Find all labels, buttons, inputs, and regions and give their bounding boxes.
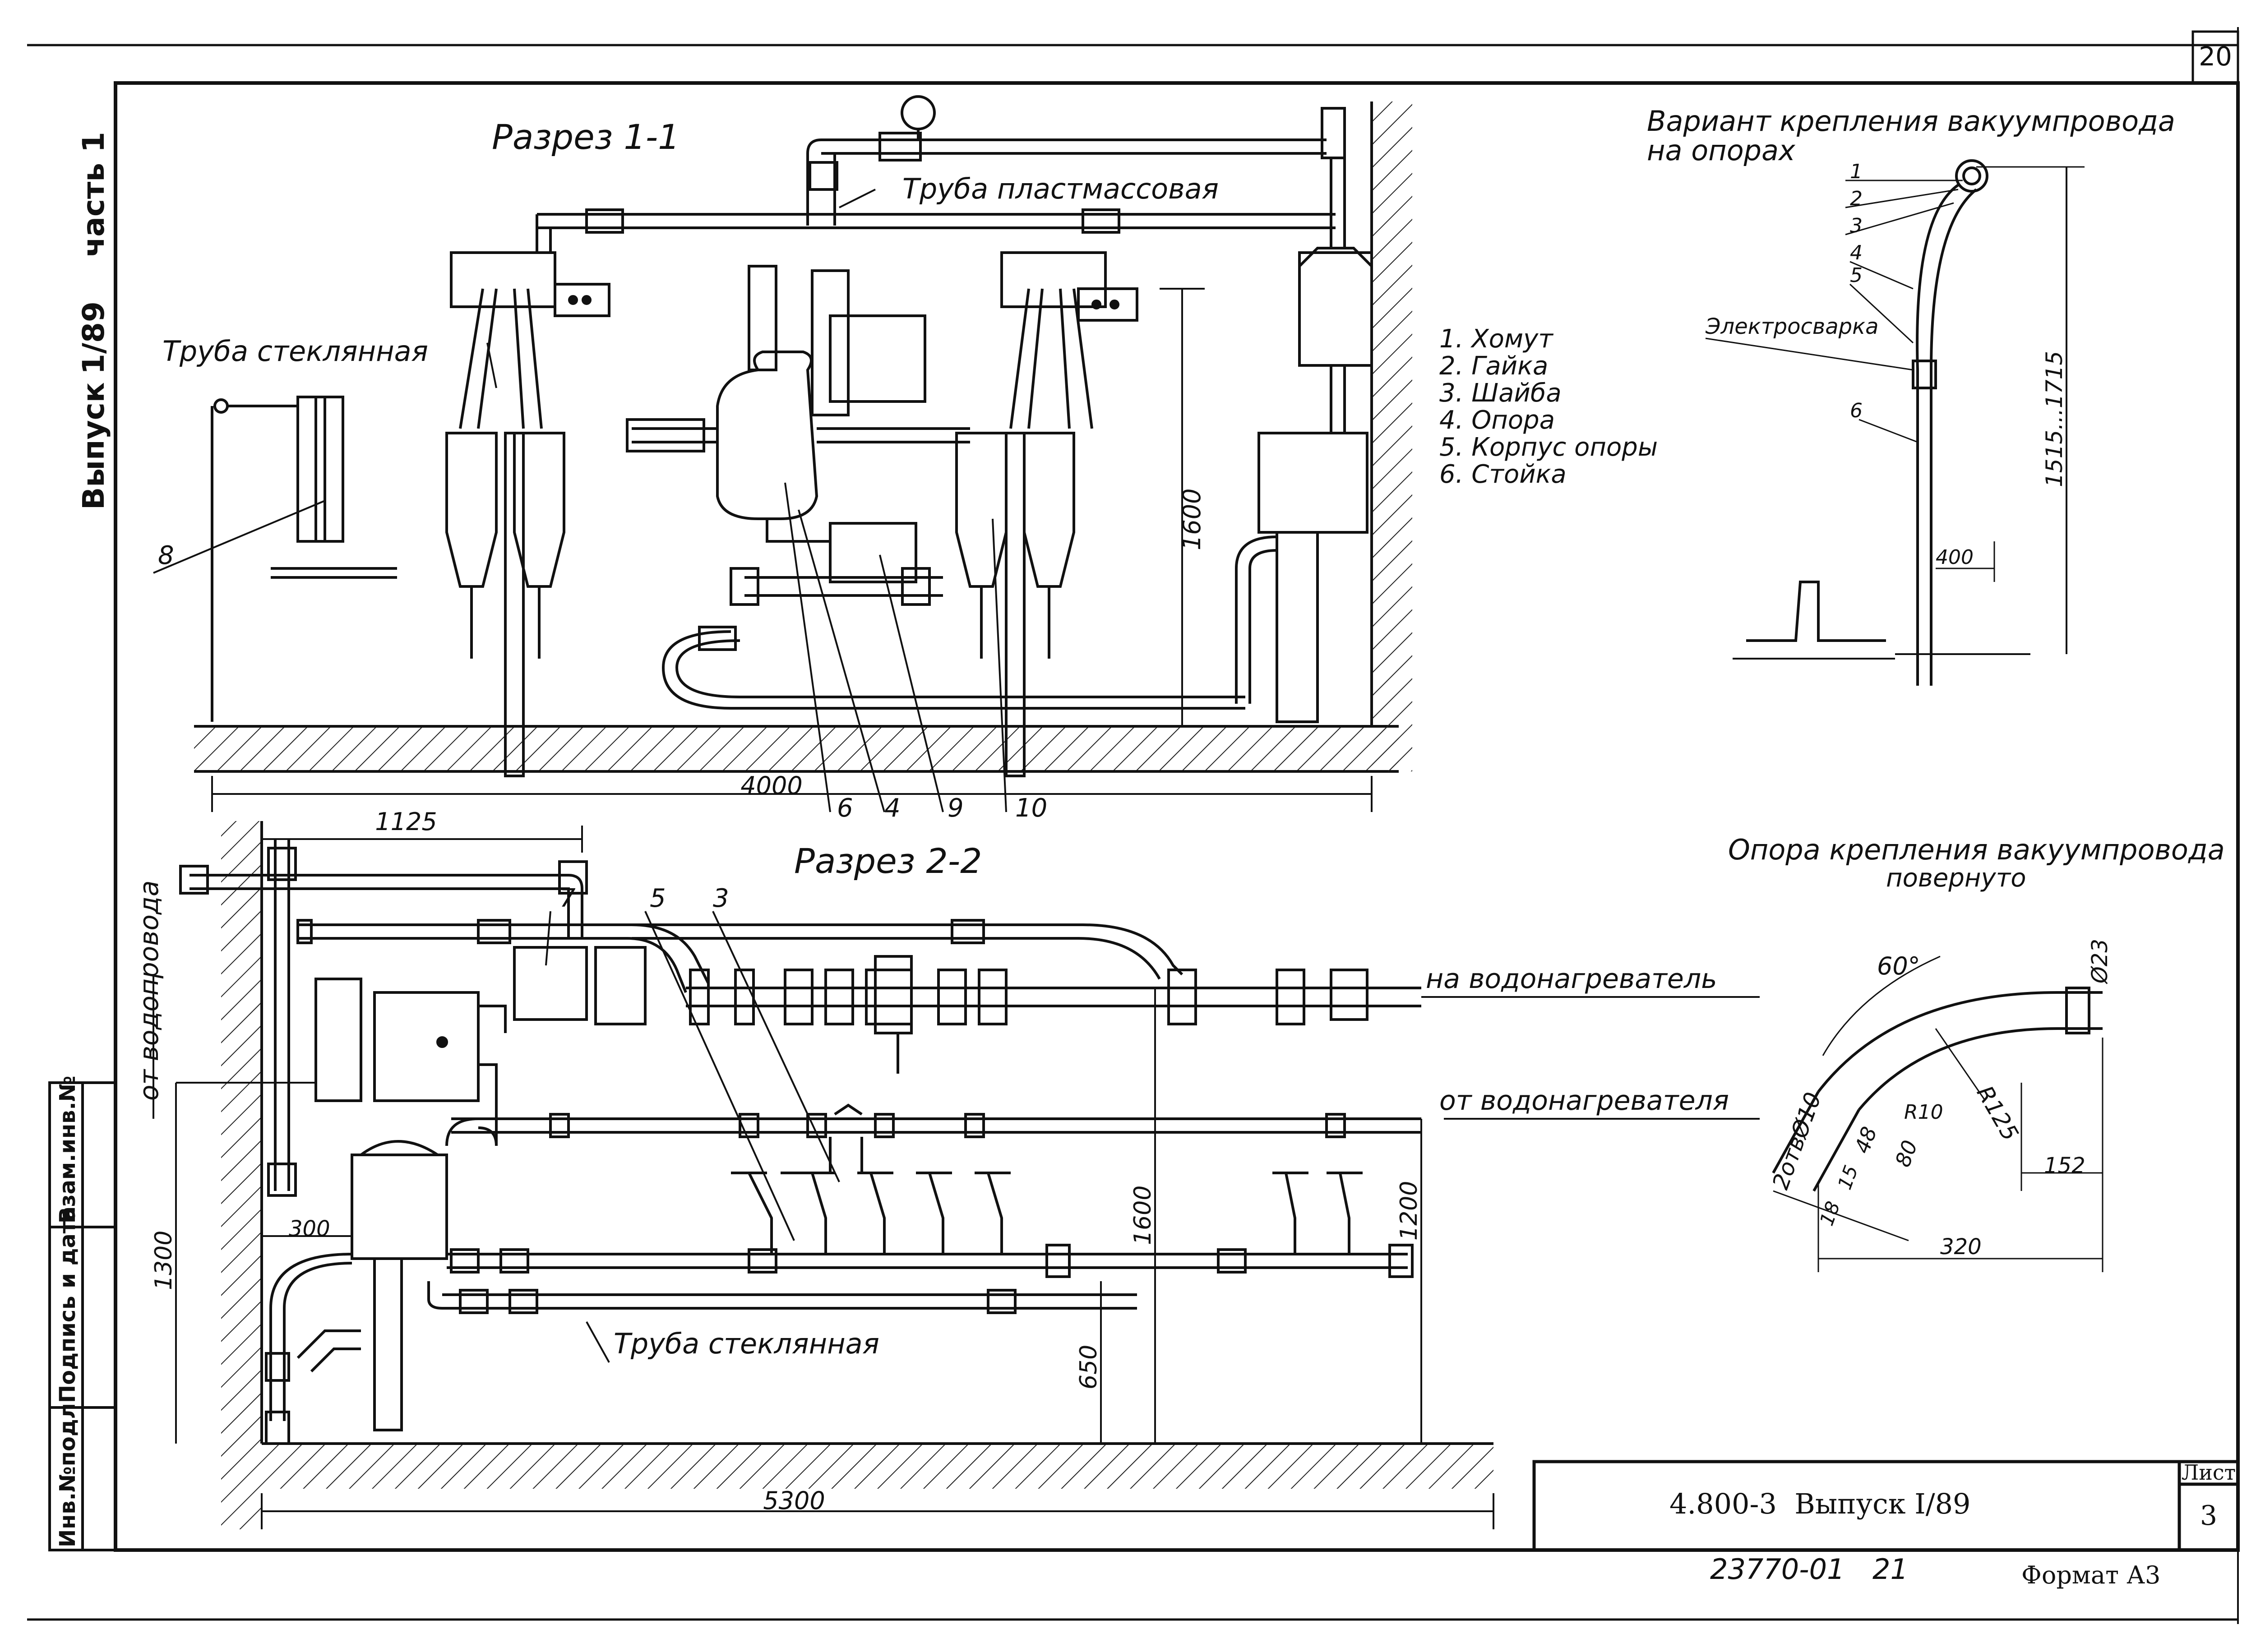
callout-3: 3 <box>713 884 729 913</box>
support-holes: 2отвØ10 <box>1767 1089 1826 1193</box>
support-title-1: Опора крепления вакуумпровода <box>1728 833 2225 866</box>
legend-item: 4. Опора <box>1439 406 1555 435</box>
support-dia: Ø23 <box>2087 939 2113 984</box>
legend-item: 5. Корпус опоры <box>1439 433 1658 462</box>
dim-650: 650 <box>1075 1345 1102 1389</box>
dim-300: 300 <box>289 1216 330 1241</box>
callout-8: 8 <box>158 541 174 570</box>
dim-1600-s22: 1600 <box>1129 1186 1156 1245</box>
dim-1300: 1300 <box>150 1231 177 1290</box>
page-number: 20 <box>2199 41 2232 72</box>
list-label: Лист <box>2182 1460 2236 1485</box>
legend-item: 6. Стойка <box>1439 460 1567 489</box>
label-glass-pipe-2: Труба стеклянная <box>614 1327 879 1360</box>
support-320: 320 <box>1940 1234 1982 1260</box>
variant-title-2: на опорах <box>1647 134 1796 167</box>
section-2-2-dims <box>153 826 1760 1529</box>
label-weld: Электросварка <box>1705 314 1878 339</box>
legend-item: 3. Шайба <box>1439 378 1562 408</box>
legend-item: 2. Гайка <box>1439 351 1548 381</box>
legend: 1. Хомут 2. Гайка 3. Шайба 4. Опора 5. К… <box>1439 324 1658 489</box>
variant-callout: 6 <box>1850 399 1863 422</box>
dim-4000: 4000 <box>740 771 802 800</box>
callout-5: 5 <box>650 884 666 913</box>
label-from-heater: от водонагревателя <box>1439 1085 1729 1117</box>
variant-title-1: Вариант крепления вакуумпровода <box>1647 105 2175 138</box>
support-r10: R10 <box>1904 1101 1943 1124</box>
support-detail <box>1772 955 2103 1272</box>
side-stamp: Выпуск 1/89 часть 1 <box>76 132 111 510</box>
callout-6: 6 <box>837 794 853 823</box>
support-18: 18 <box>1815 1198 1844 1228</box>
section-2-2 <box>179 821 1493 1529</box>
dim-1200: 1200 <box>1396 1181 1423 1241</box>
side-stamp-issue: 1/89 <box>76 301 111 374</box>
title-block <box>1532 1460 2240 1552</box>
support-title-2: повернуто <box>1886 863 2026 893</box>
callout-10: 10 <box>1015 794 1047 823</box>
side-stamp-series: Выпуск <box>76 382 111 510</box>
stamp-replace-inv: Взам.инв.№ <box>55 1076 80 1224</box>
format-label: Формат А3 <box>2021 1561 2160 1589</box>
variant-callout: 1 <box>1850 160 1863 183</box>
support-angle: 60° <box>1877 952 1920 980</box>
bottom-code: 23770-01 <box>1710 1553 1845 1586</box>
title-designation: 4.800-3 Выпуск I/89 <box>1669 1487 1970 1520</box>
dim-400-variant: 400 <box>1936 546 1974 569</box>
approval-stamp <box>48 1081 117 1551</box>
dim-1600-s11: 1600 <box>1178 489 1206 550</box>
bottom-num: 21 <box>1872 1553 1908 1586</box>
support-48: 48 <box>1850 1123 1882 1156</box>
dim-1515-1715: 1515...1715 <box>2041 351 2067 487</box>
sheet-frame <box>27 27 2240 1624</box>
side-stamp-part: часть 1 <box>76 132 111 257</box>
callout-7: 7 <box>559 884 576 913</box>
section-1-1 <box>194 95 1412 777</box>
stamp-inv-no: Инв.№подл. <box>55 1395 80 1547</box>
support-80: 80 <box>1891 1137 1923 1170</box>
section-2-2-title: Разрез 2-2 <box>794 841 982 881</box>
support-15: 15 <box>1833 1162 1862 1192</box>
callout-4: 4 <box>884 794 901 823</box>
variant-callout: 2 <box>1850 187 1863 210</box>
dim-1125: 1125 <box>375 808 437 836</box>
variant-callout: 5 <box>1850 264 1863 287</box>
dim-5300: 5300 <box>763 1486 825 1515</box>
label-to-heater: на водонагреватель <box>1426 963 1717 995</box>
stamp-signature: Подпись и дата <box>55 1206 80 1403</box>
legend-item: 1. Хомут <box>1439 324 1553 354</box>
section-1-1-dims <box>153 189 1373 812</box>
variant-callout: 4 <box>1850 241 1863 264</box>
section-1-1-title: Разрез 1-1 <box>492 117 680 157</box>
support-152: 152 <box>2044 1153 2085 1178</box>
label-from-water: от водопровода <box>134 881 164 1101</box>
variant-callout: 3 <box>1850 214 1863 237</box>
list-number: 3 <box>2200 1500 2217 1532</box>
label-glass-pipe-1: Труба стеклянная <box>162 335 428 368</box>
support-radius: R125 <box>1972 1081 2024 1145</box>
callout-9: 9 <box>948 794 964 823</box>
variant-detail <box>1705 159 2085 686</box>
label-plastic-pipe: Труба пластмассовая <box>902 172 1219 205</box>
